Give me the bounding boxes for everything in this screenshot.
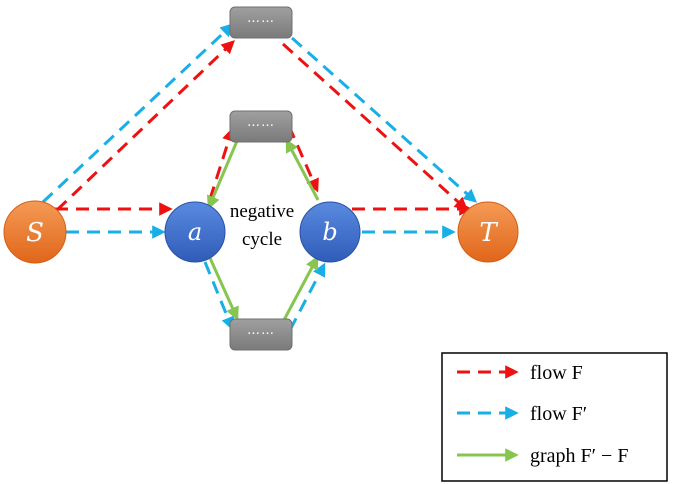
node-t: T bbox=[457, 201, 519, 263]
edge-bottom-box-to-b-green bbox=[282, 255, 319, 321]
legend-frame bbox=[441, 352, 668, 482]
edge-a-to-middle-box-red bbox=[208, 127, 236, 200]
box-top: …… bbox=[229, 6, 293, 39]
box-bottom: …… bbox=[229, 318, 293, 351]
node-a-label: a bbox=[188, 218, 202, 246]
box-bottom-label: …… bbox=[247, 323, 275, 338]
edge-top-box-to-t-blue bbox=[291, 36, 478, 203]
node-s-label: S bbox=[26, 218, 44, 248]
node-b-label: b bbox=[322, 218, 337, 246]
legend-label-graph-diff: graph F′ − F bbox=[530, 445, 628, 467]
edge-b-to-middle-box-green bbox=[285, 138, 320, 201]
node-t-label: T bbox=[479, 218, 498, 248]
edge-s-to-top-box-blue bbox=[41, 23, 234, 204]
box-middle: …… bbox=[229, 110, 293, 143]
legend-label-flow-f: flow F bbox=[530, 362, 583, 384]
graph-diff-edges bbox=[207, 138, 320, 321]
edge-a-to-bottom-box-blue bbox=[203, 261, 235, 331]
box-top-label: …… bbox=[247, 11, 275, 26]
edge-a-to-bottom-box-green bbox=[208, 257, 239, 321]
legend-label-flow-f-prime: flow F′ bbox=[530, 403, 587, 425]
legend: flow F flow F′ graph F′ − F bbox=[441, 352, 668, 482]
edge-middle-box-to-a-green bbox=[207, 140, 239, 210]
box-middle-label: …… bbox=[247, 115, 275, 130]
edge-bottom-box-to-b-blue bbox=[288, 262, 326, 331]
node-b: b bbox=[299, 201, 361, 263]
flow-f-edges bbox=[55, 40, 473, 216]
negative-cycle-line2: cycle bbox=[242, 229, 282, 250]
edge-s-to-top-box-red bbox=[55, 40, 235, 212]
node-s: S bbox=[3, 200, 67, 264]
node-a: a bbox=[164, 201, 226, 263]
edge-middle-box-to-b-red bbox=[287, 125, 319, 193]
negative-cycle-line1: negative bbox=[230, 201, 294, 222]
flow-f-prime-edges bbox=[41, 23, 478, 331]
